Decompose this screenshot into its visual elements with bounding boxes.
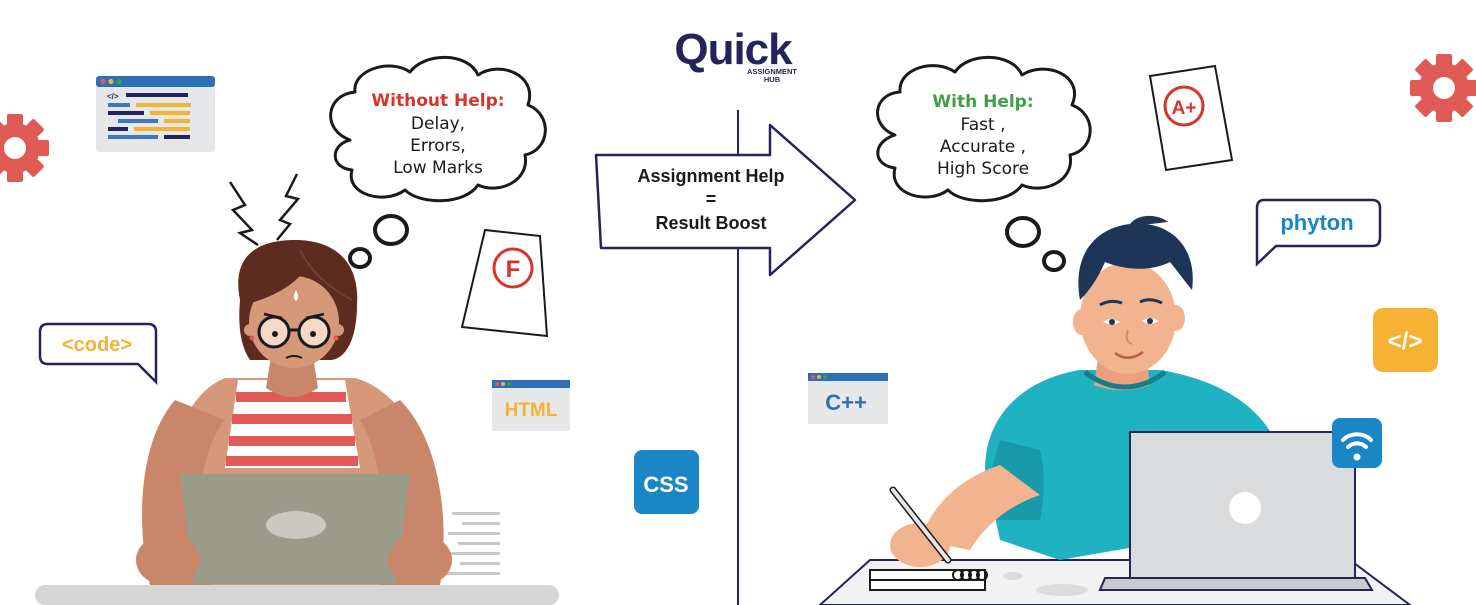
- top-grade-paper-icon: A+: [1148, 64, 1234, 172]
- css-tag-text: CSS: [643, 472, 688, 497]
- left-thought-line2: Errors,: [410, 136, 466, 156]
- html-window-icon: HTML: [492, 380, 570, 431]
- wifi-icon: [1332, 418, 1382, 468]
- code-window-icon: </>: [96, 76, 215, 152]
- arrow-line1: Assignment Help: [637, 166, 784, 186]
- logo-line1: ASSIGNMENT: [747, 67, 797, 76]
- arrow-line3: Result Boost: [655, 213, 766, 233]
- left-thought-line3: Low Marks: [393, 158, 483, 178]
- right-thought-line3: High Score: [937, 159, 1029, 179]
- gear-icon-right: [1410, 54, 1476, 122]
- right-grade: A+: [1172, 98, 1197, 119]
- left-thought-cloud: Without Help: Delay, Errors, Low Marks: [329, 55, 547, 269]
- stress-lightning-icon: [228, 173, 301, 247]
- left-thought-line1: Delay,: [411, 114, 465, 134]
- code-speech-bubble: <code>: [38, 322, 158, 386]
- failed-paper-icon: F: [460, 228, 549, 338]
- quick-assignment-hub-logo: Quick ASSIGNMENT HUB: [674, 25, 797, 84]
- arrow-line2: =: [706, 189, 717, 209]
- html-tag-text: HTML: [505, 400, 558, 421]
- code-symbol-badge-icon: </>: [1373, 308, 1438, 372]
- cpp-tag-text: C++: [825, 390, 867, 415]
- python-speech-bubble: phyton: [1255, 198, 1382, 267]
- center-arrow: Assignment Help = Result Boost: [594, 123, 857, 277]
- cpp-window-icon: C++: [808, 373, 888, 424]
- code-symbol-text: </>: [1388, 328, 1423, 355]
- right-thought-line2: Accurate ,: [940, 137, 1026, 157]
- logo-word: Quick: [674, 25, 793, 74]
- right-thought-cloud: With Help: Fast , Accurate , High Score: [876, 55, 1092, 272]
- happy-boy-illustration: [818, 215, 1412, 605]
- logo-line2: HUB: [764, 75, 781, 84]
- gear-icon-left: [0, 114, 49, 182]
- python-tag-text: phyton: [1280, 210, 1353, 235]
- stressed-girl-illustration: [35, 240, 559, 605]
- css-badge-icon: CSS: [634, 450, 699, 514]
- svg-text:</>: </>: [107, 92, 119, 101]
- left-grade: F: [506, 256, 521, 283]
- code-tag-text: <code>: [62, 334, 132, 356]
- left-thought-title: Without Help:: [371, 91, 504, 111]
- right-thought-line1: Fast ,: [961, 115, 1006, 135]
- right-thought-title: With Help:: [932, 92, 1033, 112]
